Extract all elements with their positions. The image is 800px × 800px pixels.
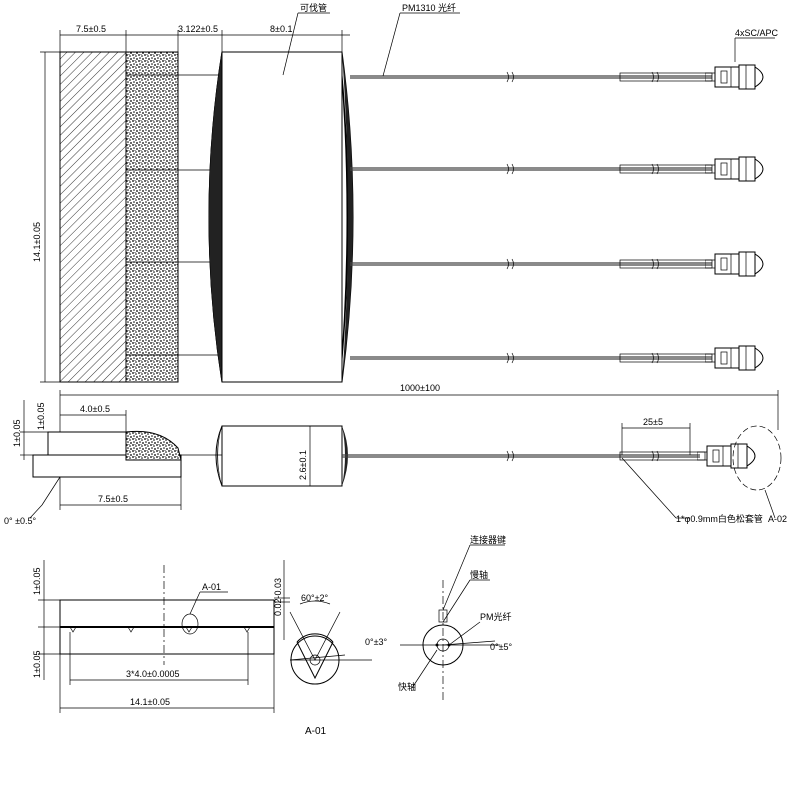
connector-side [697,443,756,469]
connector-4 [705,345,764,371]
side-view: 1000±100 4.0±0.5 7.5±0.5 1±0.05 1±0.05 2… [4,383,787,526]
angle-60: 60°±2° [301,593,329,603]
pm-fiber-label: PM光纤 [480,611,512,622]
detail-a01: 60°±2° 0°±3° A-01 [289,593,388,737]
dim-fiber-len: 1000±100 [400,383,440,393]
connector-1 [705,64,764,90]
dim-bevel-len: 4.0±0.5 [80,404,110,414]
dim-thickness: 1±0.05 [12,420,22,447]
dim-bottom: 1±0.05 [32,651,42,678]
tube-side [221,425,343,487]
sc-apc-connectors [705,64,764,371]
end-face-bottom [59,626,275,655]
lid-side [125,430,182,461]
fiber-label: PM1310 光纤 [402,2,456,13]
dim-flatness: 0.02-0.03 [273,578,283,616]
dim-pitch: 3*4.0±0.0005 [126,669,180,679]
dim-chip-len: 7.5±0.5 [76,24,106,34]
top-view: 7.5±0.5 3.122±0.5 8±0.1 可伐管 PM1310 光纤 4x… [32,2,779,383]
kovar-tube [221,51,343,383]
dim-thickness-2: 1±0.05 [36,403,46,430]
detail-circle-a02 [732,425,782,491]
dim-total-len: 7.5±0.5 [98,494,128,504]
lid-block [125,51,179,383]
dim-boot-len: 25±5 [643,417,663,427]
detail-connector: 连接器键 慢轴 PM光纤 0°±5° 快轴 [398,534,513,700]
dim-tube-dia: 2.6±0.1 [298,450,308,480]
jackets [619,72,713,363]
dim-tube-len: 8±0.1 [270,24,292,34]
break-marks [506,71,659,364]
dim-height: 14.1±0.05 [32,222,42,262]
inner-fibers [126,74,222,356]
tube-label: 可伐管 [300,2,327,13]
connector-2 [705,156,764,182]
connector-3 [705,251,764,277]
side-dimensions [20,390,779,519]
angle-label: 0° ±0.5° [4,516,37,526]
angle-label-conn: 0°±5° [490,642,513,652]
connector-label: 4xSC/APC [735,28,779,38]
slow-axis-label: 慢轴 [470,569,488,580]
detail-a01-title: A-01 [305,726,327,737]
fast-axis-label: 快轴 [398,681,416,692]
dim-width: 14.1±0.05 [130,697,170,707]
detail-ref-a01: A-01 [202,582,221,592]
key-label: 连接器键 [470,534,506,545]
dim-gap: 3.122±0.5 [178,24,218,34]
jacket-label: 1*φ0.9mm白色松套管 [676,513,763,524]
angle-rot: 0°±3° [365,637,388,647]
end-face-top [59,599,275,628]
end-face-view: A-01 1±0.05 1±0.05 0.02-0.03 3*4.0±0.000… [32,560,290,713]
detail-ref-a02: A-02 [768,514,787,524]
output-fibers [350,75,712,360]
top-dimensions [40,12,775,383]
v-grooves [69,626,251,633]
dim-top: 1±0.05 [32,568,42,595]
substrate-block [59,51,127,383]
